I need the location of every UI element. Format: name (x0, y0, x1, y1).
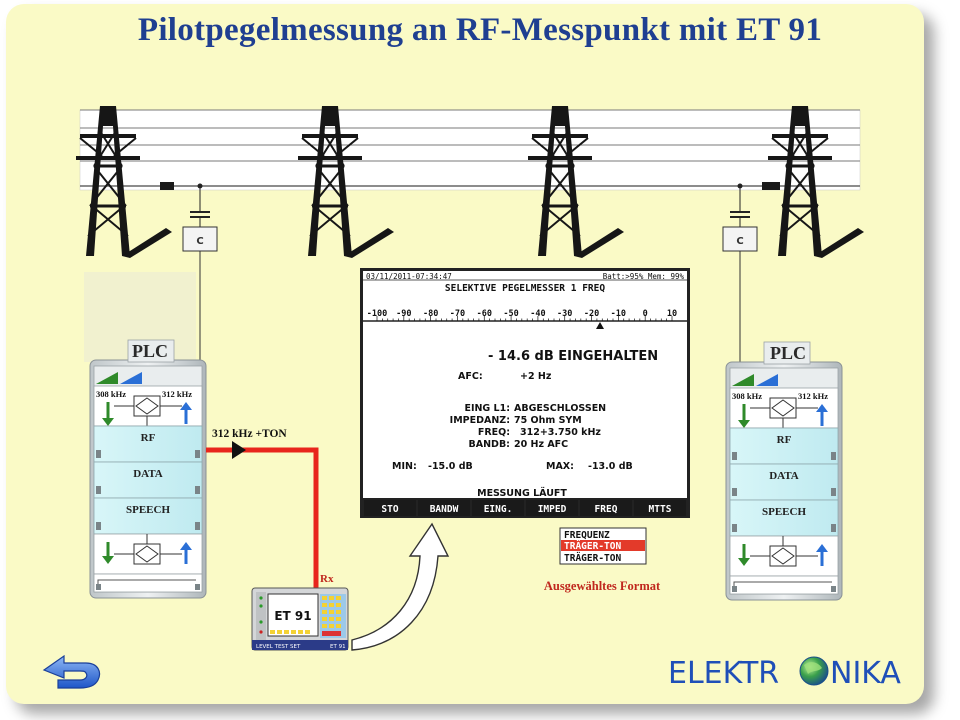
softkey-label: EING. (484, 504, 513, 515)
module-speech-left: SPEECH (126, 504, 170, 516)
softkey-1[interactable] (418, 500, 470, 516)
line-trap-right (762, 182, 780, 190)
bandb-value: 20 Hz AFC (514, 439, 568, 450)
level-pointer (596, 322, 604, 329)
format-option-traeger-ton[interactable]: TRÄGER-TON (564, 553, 621, 564)
softkey-4[interactable] (580, 500, 632, 516)
coupler-label-right: C (736, 236, 743, 247)
scale-label: -60 (477, 309, 492, 319)
softkey-bar: STO BANDW EING. IMPED FREQ MTTS (364, 500, 686, 516)
max-value: -13.0 dB (588, 461, 633, 472)
plc-cabinet-right (725, 341, 843, 601)
back-arrow-icon[interactable] (42, 654, 101, 689)
slide-title: Pilotpegelmessung an RF-Messpunkt mit ET… (137, 12, 823, 48)
softkey-2[interactable] (472, 500, 524, 516)
power-line (79, 109, 861, 191)
rx-label: Rx (320, 573, 334, 585)
module-speech-right: SPEECH (762, 506, 806, 518)
scale-ticks (376, 316, 673, 321)
softkey-label: BANDW (430, 504, 459, 515)
freq-value: 312+3.750 kHz (520, 427, 601, 438)
freq-label: FREQ: (478, 427, 510, 438)
globe-icon (799, 656, 829, 686)
plc-cabinet-left (89, 339, 207, 599)
et91-device[interactable] (251, 587, 349, 651)
screen-battery: Batt:>95% Mem: 99% (603, 272, 685, 281)
format-box (559, 527, 647, 565)
plc-label-right: PLC (770, 343, 806, 363)
scale-label: -20 (584, 309, 599, 319)
scale-label: -40 (530, 309, 545, 319)
format-caption: Ausgewähltes Format (544, 579, 661, 593)
logo-text-right: NIKA (830, 656, 901, 691)
freq-308-right: 308 kHz (732, 391, 762, 401)
freq-312-left: 312 kHz (162, 389, 192, 399)
eing-value: ABGESCHLOSSEN (514, 403, 606, 414)
level-reading: - 14.6 dB EINGEHALTEN (488, 349, 658, 364)
format-option-traeger-ton-selected[interactable]: TRÄGER-TON (564, 541, 621, 552)
zoom-arrow (351, 522, 450, 651)
imped-value: 75 Ohm SYM (514, 415, 582, 426)
module-data-right: DATA (769, 470, 799, 482)
module-rf-right: RF (777, 434, 792, 446)
scale-label: 0 (643, 309, 648, 319)
signal-path (206, 441, 319, 590)
min-label: MIN: (392, 461, 417, 472)
softkey-label: FREQ (595, 504, 618, 515)
device-footer-right: ET 91 (330, 644, 346, 650)
scale-label: -30 (557, 309, 572, 319)
softkey-label: STO (381, 504, 398, 515)
measurement-screen (360, 268, 690, 518)
bandb-label: BANDB: (469, 439, 510, 450)
softkey-0[interactable] (364, 500, 416, 516)
scale-label: -100 (367, 309, 387, 319)
scale-label: -80 (423, 309, 438, 319)
scale-label: 10 (667, 309, 677, 319)
max-label: MAX: (546, 461, 574, 472)
measurement-status: MESSUNG LÄUFT (477, 488, 567, 499)
softkey-3[interactable] (526, 500, 578, 516)
signal-label: 312 kHz +TON (212, 428, 287, 440)
coupler-label-left: C (196, 236, 203, 247)
coupling-right (722, 183, 758, 375)
scale-label: -10 (611, 309, 626, 319)
min-value: -15.0 dB (428, 461, 473, 472)
eing-label: EING L1: (464, 403, 510, 414)
softkey-5[interactable] (634, 500, 686, 516)
line-trap-left (160, 182, 174, 190)
screen-header: SELEKTIVE PEGELMESSER 1 FREQ (445, 283, 605, 294)
freq-308-left: 308 kHz (96, 389, 126, 399)
softkey-label: IMPED (538, 504, 567, 515)
coupling-left (182, 183, 218, 372)
imped-label: IMPEDANZ: (450, 415, 510, 426)
logo-text-left: ELEKTR (668, 656, 779, 691)
device-name: ET 91 (274, 609, 311, 623)
afc-label: AFC: (458, 371, 483, 382)
scale-label: -90 (396, 309, 411, 319)
softkey-label: MTTS (649, 504, 672, 515)
format-option-frequenz[interactable]: FREQUENZ (564, 530, 610, 541)
scale-label: -70 (450, 309, 465, 319)
scale-label: -50 (503, 309, 518, 319)
plc-label-left: PLC (132, 341, 168, 361)
module-data-left: DATA (133, 468, 163, 480)
freq-312-right: 312 kHz (798, 391, 828, 401)
device-footer-left: LEVEL TEST SET (256, 644, 301, 650)
module-rf-left: RF (141, 432, 156, 444)
screen-timestamp: 03/11/2011-07:34:47 (366, 272, 452, 281)
afc-value: +2 Hz (520, 371, 552, 382)
